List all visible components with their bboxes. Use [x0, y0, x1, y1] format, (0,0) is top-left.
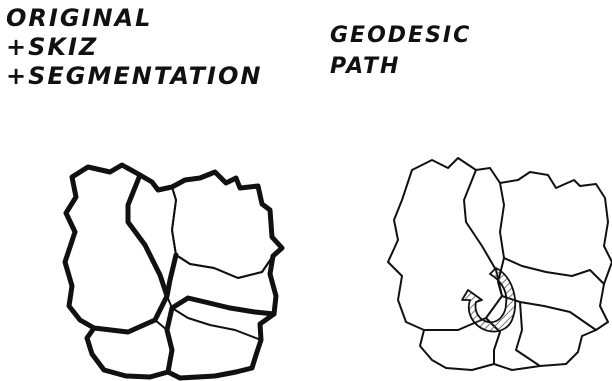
- geodesic-path-arrow: [462, 268, 515, 332]
- segment-right-left: [424, 170, 502, 330]
- segmentation-diagram: [65, 165, 282, 378]
- geodesic-diagram: [388, 158, 612, 370]
- skiz-line-bottom-right: [167, 308, 172, 372]
- geodesic-arrow-body: [462, 268, 515, 332]
- segment-left: [65, 165, 167, 332]
- segment-right-bottom2: [516, 302, 540, 366]
- segment-right-upper: [504, 258, 604, 284]
- segment-right-lower: [502, 296, 596, 330]
- outer-boundary-right: [388, 158, 612, 370]
- skiz-line-lower: [172, 298, 274, 314]
- skiz-line-bottom: [94, 296, 167, 332]
